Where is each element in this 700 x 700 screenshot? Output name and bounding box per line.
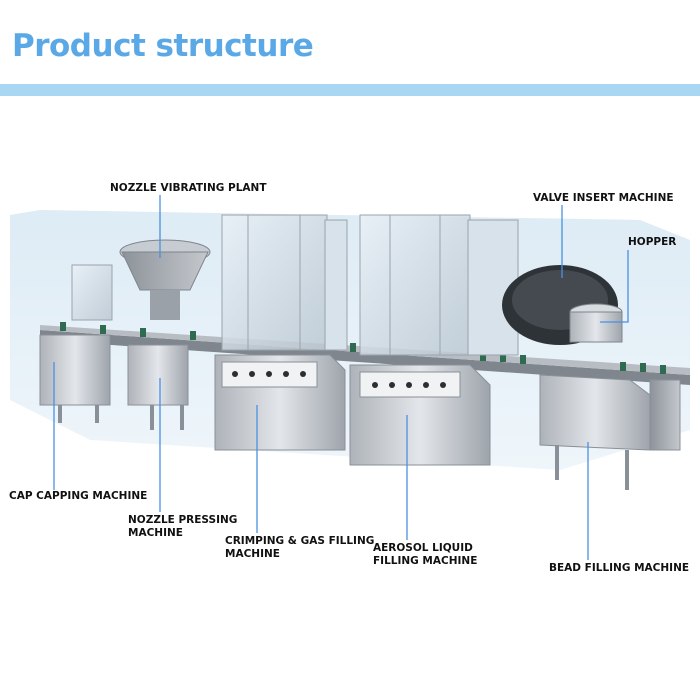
label-aerosol-line1: AEROSOL LIQUID — [373, 542, 473, 554]
page-title: Product structure — [12, 28, 314, 64]
label-aerosol-liquid-filling-machine: AEROSOL LIQUID FILLING MACHINE — [373, 542, 477, 568]
label-bead-filling-machine: BEAD FILLING MACHINE — [549, 562, 690, 574]
aerosol-liquid-filling-machine-graphic — [349, 214, 519, 466]
nozzle-pressing-machine-graphic — [127, 344, 189, 430]
label-crimping-gas-filling-machine: CRIMPING & GAS FILLING MACHINE — [225, 535, 374, 561]
hopper-graphic — [569, 303, 623, 343]
label-aerosol-line2: FILLING MACHINE — [373, 555, 478, 567]
label-nozzle-pressing-machine: NOZZLE PRESSING MACHINE — [128, 514, 237, 540]
title-underline-bar — [0, 84, 700, 96]
label-crimping-line2: MACHINE — [225, 548, 280, 560]
label-hopper: HOPPER — [628, 236, 677, 248]
leader-hopper — [600, 250, 629, 323]
label-crimping-line1: CRIMPING & GAS FILLING — [225, 535, 375, 547]
label-nozzle-pressing-line2: MACHINE — [128, 527, 183, 539]
leader-lines — [53, 195, 629, 560]
label-valve-insert-machine: VALVE INSERT MACHINE — [533, 192, 674, 204]
bead-filling-machine-graphic — [539, 374, 681, 490]
cap-capping-machine-graphic — [39, 264, 113, 423]
nozzle-vibrating-bowl-graphic — [119, 239, 211, 320]
label-nozzle-vibrating-plant: NOZZLE VIBRATING PLANT — [110, 182, 267, 194]
label-nozzle-pressing-line1: NOZZLE PRESSING — [128, 514, 238, 526]
label-cap-capping-machine: CAP CAPPING MACHINE — [9, 490, 148, 502]
crimping-gas-filling-machine-graphic — [214, 214, 348, 451]
